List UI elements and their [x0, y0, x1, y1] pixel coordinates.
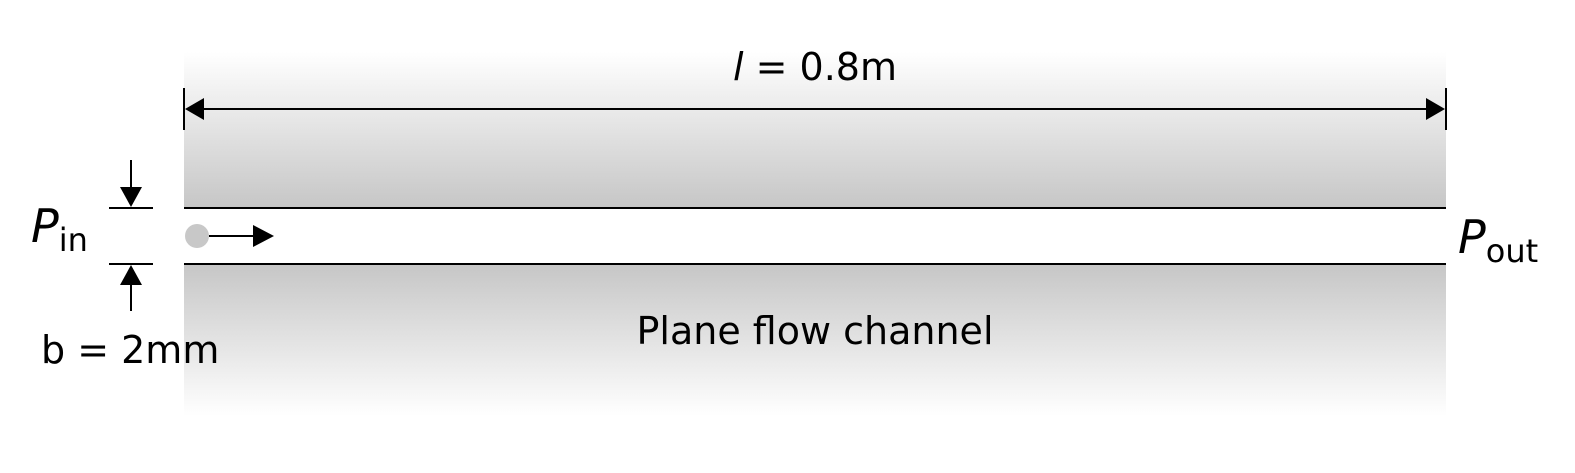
- length-symbol: l: [733, 45, 744, 89]
- length-label: l = 0.8m: [733, 45, 897, 89]
- length-dimension: [183, 88, 1447, 130]
- length-value: = 0.8m: [744, 45, 897, 89]
- gap-dimension: [109, 160, 153, 311]
- lower-wall: [184, 264, 1446, 416]
- outlet-pressure-label: Pout: [1458, 210, 1538, 270]
- flow-direction-arrow-icon: [253, 225, 274, 247]
- upper-wall: [184, 52, 1446, 208]
- down-arrow-icon: [120, 187, 142, 207]
- outlet-pressure-symbol: P: [1458, 210, 1486, 264]
- inlet-pressure-subscript: in: [59, 221, 88, 259]
- fluid-particle: [185, 224, 209, 248]
- inlet-pressure-symbol: P: [31, 199, 59, 253]
- gap-label: b = 2mm: [41, 328, 219, 372]
- outlet-pressure-subscript: out: [1486, 232, 1538, 270]
- channel-label: Plane flow channel: [636, 309, 993, 353]
- right-arrowhead-icon: [1426, 98, 1445, 120]
- inlet-pressure-label: Pin: [31, 199, 88, 259]
- left-arrowhead-icon: [185, 98, 204, 120]
- up-arrow-icon: [120, 265, 142, 285]
